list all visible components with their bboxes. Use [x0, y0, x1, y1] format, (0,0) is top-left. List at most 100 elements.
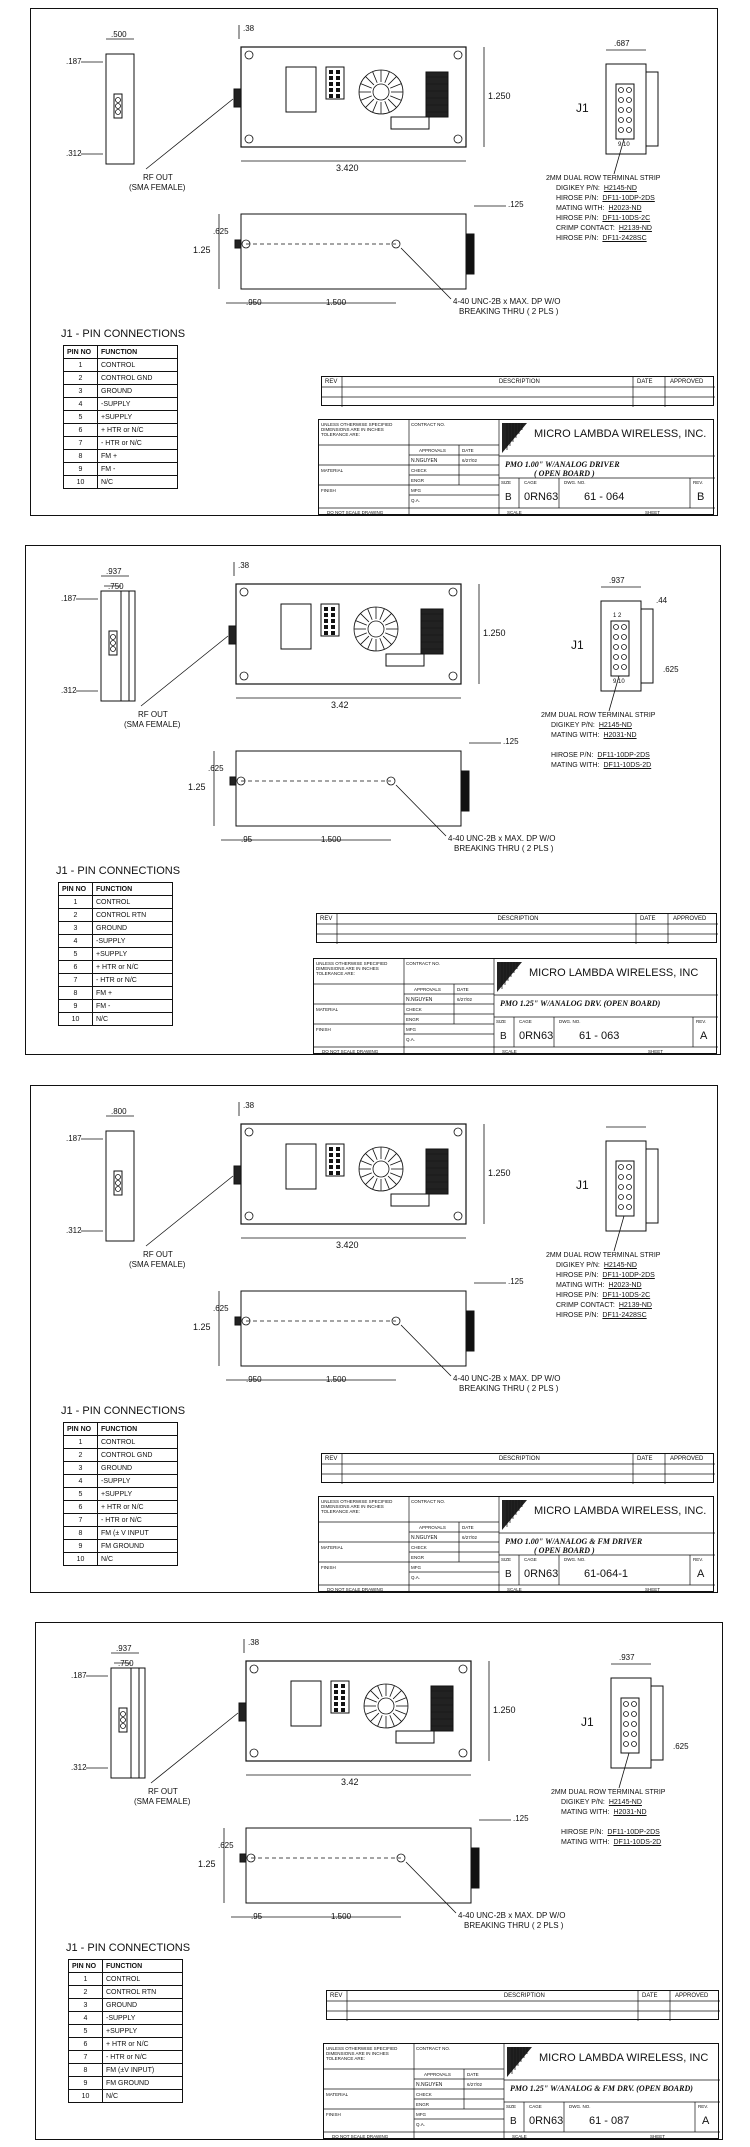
smd-components — [385, 653, 425, 667]
tolerance-note: UNLESS OTHERWISE SPECIFIED DIMENSIONS AR… — [326, 2046, 398, 2061]
cage-value: 0RN63 — [524, 491, 559, 503]
j1-pin — [618, 1174, 624, 1180]
pin-number-cell: 4 — [63, 1474, 98, 1488]
check-label: CHECK — [416, 2092, 432, 2097]
company-logo — [497, 962, 522, 992]
j1-pin — [626, 1194, 632, 1200]
sma-connector — [228, 625, 237, 645]
spec-row: DIGIKEY P/N:H2145-ND — [546, 184, 664, 194]
heatsink-fin — [379, 638, 385, 650]
screw-note: 4-40 UNC-2B x MAX. DP W/O — [453, 1374, 561, 1383]
heatsink-fin — [370, 1712, 380, 1722]
pin-function-cell: CONTROL RTN — [92, 908, 173, 922]
mount-hole — [453, 50, 463, 60]
spec-value: DF11-10DS-2D — [603, 762, 652, 769]
spec-row: DIGIKEY P/N:H2145-ND — [551, 1798, 669, 1808]
heatsink-fin — [365, 1175, 375, 1185]
spec-value: H2031-ND — [603, 732, 637, 739]
heatsink-fin — [360, 1172, 372, 1178]
dim-side-offset: .625 — [218, 1841, 234, 1850]
contract-label: CONTRACT NO. — [411, 1499, 446, 1504]
spec-value: H2145-ND — [598, 722, 632, 729]
dwg-no-label: DWG. NO. — [564, 480, 586, 485]
j1-pin — [613, 634, 619, 640]
heatsink-fin — [387, 1175, 397, 1185]
title-grid — [319, 420, 715, 515]
rf-out-sub-label: (SMA FEMALE) — [129, 1260, 186, 1269]
table-row: 7- HTR or N/C — [63, 436, 178, 450]
dim-top-width: .937 — [106, 567, 122, 576]
heatsink-fin — [377, 1685, 383, 1697]
material-label: MATERIAL — [326, 2092, 349, 2097]
sma-connector — [233, 88, 242, 108]
pin-connections-title: J1 - PIN CONNECTIONS — [66, 1942, 191, 1954]
j1-connector — [610, 1677, 652, 1769]
pin-number-cell: 5 — [58, 947, 93, 961]
pin-number-cell: 2 — [63, 371, 98, 385]
tolerance-note: UNLESS OTHERWISE SPECIFIED DIMENSIONS AR… — [321, 1499, 393, 1514]
pin-number-cell: 10 — [63, 1552, 98, 1566]
heatsink-fin — [395, 1697, 407, 1703]
pin-function-cell: FM + — [92, 986, 173, 1000]
mount-hole — [244, 1127, 254, 1137]
j1-pin — [613, 654, 619, 660]
header-pin — [341, 1690, 345, 1694]
pin-number-cell: 10 — [63, 475, 98, 489]
dim-side-offset: .625 — [213, 1304, 229, 1313]
header-pin — [324, 625, 328, 629]
side-connector-block — [118, 1707, 128, 1733]
profile-hole — [246, 1853, 256, 1863]
engr-label: ENGR — [411, 1555, 425, 1560]
pin-function-cell: CONTROL GND — [97, 1448, 178, 1462]
j1-pin — [626, 1184, 632, 1190]
heatsink-fin — [385, 620, 397, 626]
heatsink-fin — [390, 1172, 402, 1178]
rf-out-sub-label: (SMA FEMALE) — [124, 720, 181, 729]
spec-row: MATING WITH:DF11-10DS-2D — [551, 1838, 669, 1848]
side-flange — [120, 590, 136, 702]
pin-header-cell: PIN NO — [68, 1959, 103, 1973]
header-pin — [336, 88, 340, 92]
mfg-label: MFG — [416, 2112, 426, 2117]
j1-connector — [605, 63, 647, 155]
revision-grid — [327, 1991, 720, 2021]
table-row: 7- HTR or N/C — [68, 2050, 183, 2064]
engr-label: ENGR — [406, 1017, 420, 1022]
header-strip — [330, 1680, 350, 1714]
dim-side-offset: .625 — [208, 764, 224, 773]
heatsink-fin — [367, 608, 373, 620]
profile-sma — [234, 239, 242, 249]
pin-number-cell: 1 — [63, 358, 98, 372]
mount-hole — [239, 587, 249, 597]
spec-key: HIROSE P/N: — [556, 235, 599, 242]
j1-connector — [605, 1140, 647, 1232]
sheet-label: SHEET — [645, 1587, 661, 1592]
profile-hole — [386, 776, 396, 786]
pin-header-cell: FUNCTION — [97, 345, 178, 359]
dim-j1-height: .44 — [656, 596, 668, 605]
header-pin — [329, 70, 333, 74]
drawing-number: 61 - 087 — [589, 2115, 630, 2127]
spec-row — [551, 1818, 669, 1828]
dim-body-length: 3.420 — [336, 163, 359, 173]
j1-pin — [626, 107, 632, 113]
j1-pin — [621, 654, 627, 660]
pin-function-cell: N/C — [102, 2089, 183, 2103]
j1-pin-bottom: 9 10 — [618, 142, 630, 148]
heatsink-core — [367, 620, 385, 638]
drawn-by: N.NGUYEN — [411, 458, 438, 464]
pin-connections-title: J1 - PIN CONNECTIONS — [61, 328, 186, 340]
company-name: MICRO LAMBDA WIRELESS, INC — [539, 2052, 709, 2064]
j1-pin — [626, 97, 632, 103]
heatsink-fin — [390, 1160, 402, 1166]
profile-hole — [396, 1853, 406, 1863]
pin-number-cell: 4 — [63, 397, 98, 411]
heatsink-fin — [365, 1709, 377, 1715]
approved-header: APPROVED — [673, 916, 707, 922]
drawing-title: PMO 1.25" W/ANALOG & FM DRV. (OPEN BOARD… — [510, 2084, 693, 2093]
company-logo — [502, 423, 527, 453]
